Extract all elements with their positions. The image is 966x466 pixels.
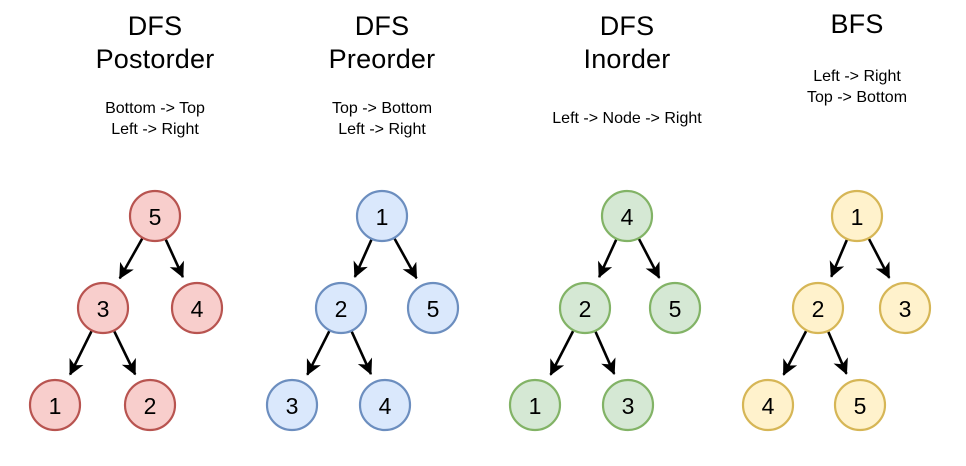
tree-edge	[827, 331, 848, 375]
tree-edge	[113, 330, 137, 376]
tree-node[interactable]: 1	[508, 378, 562, 432]
node-label: 3	[97, 296, 110, 322]
tree-dfs-postorder: 5 3 4 1 2	[28, 189, 224, 432]
node-label: 2	[579, 296, 592, 322]
tree-edge	[118, 237, 144, 280]
node-circle	[170, 281, 224, 335]
node-circle	[358, 378, 412, 432]
tree-node[interactable]: 3	[601, 378, 655, 432]
tree-node[interactable]: 1	[28, 378, 82, 432]
node-label: 1	[376, 204, 389, 230]
node-label: 4	[379, 393, 392, 419]
tree-node[interactable]: 3	[76, 281, 130, 335]
node-circle	[508, 378, 562, 432]
column-subtitle-dfs-inorder: Left -> Node -> Right	[552, 110, 702, 127]
column-subtitle-dfs-preorder: Top -> Bottom Left -> Right	[331, 100, 433, 138]
tree-dfs-inorder: 4 2 5 1 3	[508, 189, 702, 432]
node-circle	[558, 281, 612, 335]
node-circle	[314, 281, 368, 335]
tree-edge	[782, 330, 808, 376]
node-label: 2	[335, 296, 348, 322]
node-circle	[648, 281, 702, 335]
node-circle	[123, 378, 177, 432]
tree-node[interactable]: 5	[128, 189, 182, 243]
tree-edge	[594, 331, 616, 375]
tree-node[interactable]: 2	[791, 281, 845, 335]
tree-edge	[306, 330, 331, 376]
tree-bfs: 1 2 3 4 5	[741, 189, 932, 432]
node-circle	[791, 281, 845, 335]
tree-edge	[867, 238, 891, 279]
tree-edge	[350, 331, 373, 375]
tree-edge	[597, 239, 618, 279]
tree-node[interactable]: 3	[878, 281, 932, 335]
node-circle	[265, 378, 319, 432]
node-circle	[355, 189, 409, 243]
node-label: 5	[854, 393, 867, 419]
column-title-bfs: BFS	[830, 9, 884, 39]
node-circle	[830, 189, 884, 243]
node-label: 4	[762, 393, 775, 419]
node-circle	[600, 189, 654, 243]
tree-edge	[68, 330, 93, 376]
node-label: 5	[427, 296, 440, 322]
tree-edge	[549, 330, 575, 376]
node-circle	[833, 378, 887, 432]
node-circle	[601, 378, 655, 432]
tree-dfs-preorder: 1 2 5 3 4	[265, 189, 460, 432]
node-label: 1	[851, 204, 864, 230]
tree-node[interactable]: 5	[833, 378, 887, 432]
node-label: 4	[191, 296, 204, 322]
node-label: 2	[144, 393, 157, 419]
node-label: 4	[621, 204, 634, 230]
tree-node[interactable]: 2	[123, 378, 177, 432]
tree-node[interactable]: 3	[265, 378, 319, 432]
tree-node[interactable]: 4	[170, 281, 224, 335]
tree-node[interactable]: 5	[648, 281, 702, 335]
node-label: 3	[286, 393, 299, 419]
tree-edge	[164, 239, 185, 279]
node-circle	[76, 281, 130, 335]
column-title-dfs-inorder: DFS Inorder	[583, 11, 671, 74]
tree-node[interactable]: 4	[358, 378, 412, 432]
node-label: 1	[529, 393, 542, 419]
column-bfs: BFS Left -> Right Top -> Bottom	[717, 0, 966, 466]
tree-edge	[393, 238, 418, 280]
node-circle	[878, 281, 932, 335]
node-label: 3	[899, 296, 912, 322]
tree-edge	[353, 239, 373, 278]
node-label: 2	[812, 296, 825, 322]
node-circle	[406, 281, 460, 335]
tree-node[interactable]: 2	[558, 281, 612, 335]
tree-edge	[829, 239, 849, 278]
node-label: 1	[49, 393, 62, 419]
node-circle	[741, 378, 795, 432]
tree-node[interactable]: 5	[406, 281, 460, 335]
tree-node[interactable]: 1	[355, 189, 409, 243]
node-label: 5	[149, 204, 162, 230]
tree-edge	[637, 238, 661, 279]
column-subtitle-bfs: Left -> Right Top -> Bottom	[806, 68, 908, 106]
node-label: 5	[669, 296, 682, 322]
tree-node[interactable]: 4	[741, 378, 795, 432]
node-circle	[28, 378, 82, 432]
node-circle	[128, 189, 182, 243]
node-label: 3	[622, 393, 635, 419]
tree-node[interactable]: 4	[600, 189, 654, 243]
tree-node[interactable]: 1	[830, 189, 884, 243]
tree-node[interactable]: 2	[314, 281, 368, 335]
column-subtitle-dfs-postorder: Bottom -> Top Left -> Right	[105, 100, 205, 138]
column-title-dfs-preorder: DFS Preorder	[328, 11, 436, 74]
column-title-dfs-postorder: DFS Postorder	[95, 11, 215, 74]
